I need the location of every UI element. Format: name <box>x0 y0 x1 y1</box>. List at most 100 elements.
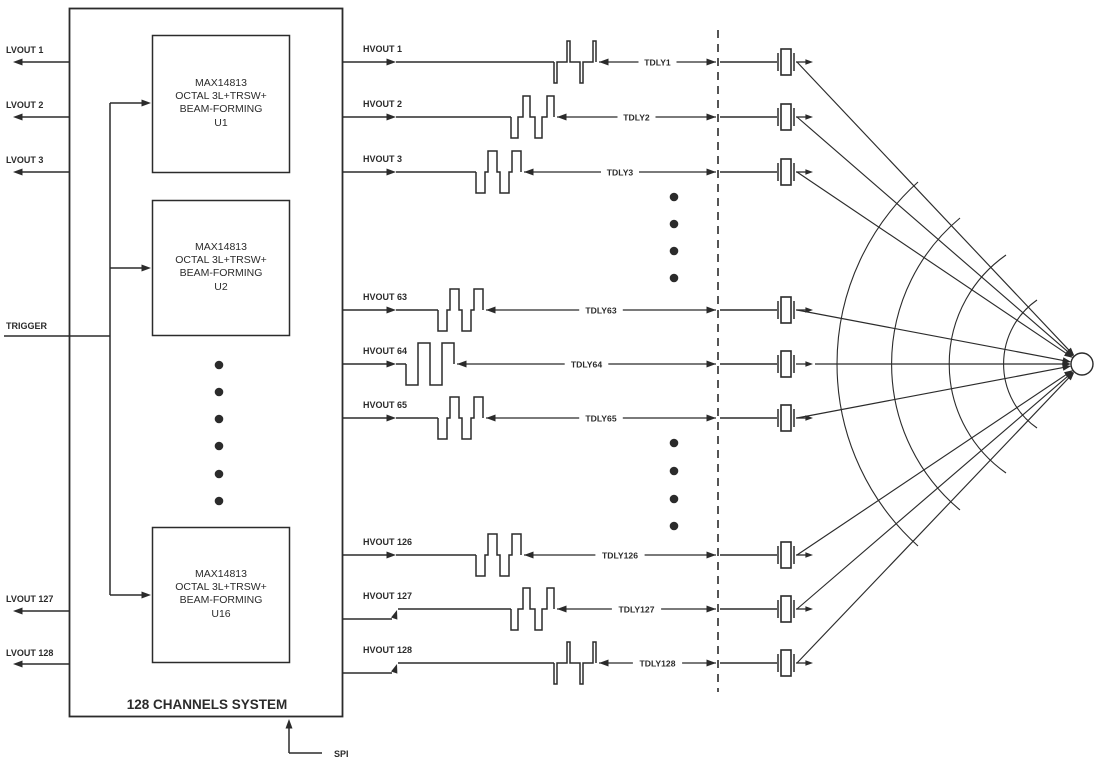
chip-name-line: MAX14813 <box>195 241 247 253</box>
tdly-label: TDLY126 <box>602 550 638 560</box>
ellipsis-dot <box>669 246 679 256</box>
arrowhead-icon <box>141 99 151 107</box>
chip-ref-designator: U16 <box>211 608 230 620</box>
lvout-label: LVOUT 127 <box>6 594 53 604</box>
lvout-label: LVOUT 1 <box>6 45 43 55</box>
transducer-element <box>780 350 792 378</box>
arrowhead-icon <box>13 607 23 615</box>
lvout-label: LVOUT 128 <box>6 648 53 658</box>
chip-name-line: OCTAL 3L+TRSW+ <box>175 254 267 266</box>
trigger-label: TRIGGER <box>6 321 48 331</box>
arrowhead-icon <box>805 169 813 175</box>
arrowhead-icon <box>13 113 23 121</box>
ellipsis-dot <box>214 360 224 370</box>
tdly-label: TDLY2 <box>623 112 650 122</box>
arrowhead-icon <box>706 551 716 559</box>
arrowhead-icon <box>386 306 396 314</box>
hvout-waveform <box>437 396 484 440</box>
ellipsis-dot <box>669 192 679 202</box>
arrowhead-icon <box>13 168 23 176</box>
arrowhead-icon <box>1064 350 1073 358</box>
chip-box-u1 <box>151 34 291 174</box>
arrowhead-icon <box>706 605 716 613</box>
transducer-element <box>780 595 792 623</box>
arrowhead-icon <box>805 59 813 65</box>
hvout-waveform <box>475 150 522 194</box>
focus-ray <box>796 171 1071 357</box>
ellipsis-dot <box>214 469 224 479</box>
arrowhead-icon <box>386 360 396 368</box>
arrowhead-icon <box>141 264 151 272</box>
arrowhead-icon <box>1062 364 1072 371</box>
arrowhead-icon <box>386 58 396 66</box>
lvout-label: LVOUT 2 <box>6 100 43 110</box>
lvout-label: LVOUT 3 <box>6 155 43 165</box>
arrowhead-icon <box>13 58 23 66</box>
arrowhead-icon <box>706 168 716 176</box>
chip-ref-designator: U1 <box>214 117 228 129</box>
arrowhead-icon <box>1065 348 1074 357</box>
ellipsis-dot <box>669 438 679 448</box>
chip-name-line: MAX14813 <box>195 568 247 580</box>
tdly-label: TDLY3 <box>607 167 634 177</box>
hvout-waveform <box>475 533 522 577</box>
arrowhead-icon <box>386 168 396 176</box>
chip-name-line: MAX14813 <box>195 77 247 89</box>
tdly-label: TDLY128 <box>640 658 676 668</box>
hvout-waveform <box>510 587 555 631</box>
arrowhead-icon <box>386 414 396 422</box>
focus-ray <box>796 366 1069 419</box>
arrowhead-icon <box>386 551 396 559</box>
hvout-label: HVOUT 64 <box>363 346 407 356</box>
focal-point <box>1070 352 1094 376</box>
wavefront-arc <box>891 217 961 511</box>
hvout-waveform <box>405 342 455 386</box>
transducer-element <box>780 103 792 131</box>
ellipsis-dot <box>669 521 679 531</box>
chip-name-line: BEAM-FORMING <box>180 267 263 279</box>
hvout-label: HVOUT 3 <box>363 154 402 164</box>
tdly-label: TDLY65 <box>585 413 616 423</box>
arrowhead-icon <box>386 113 396 121</box>
arrowhead-icon <box>706 360 716 368</box>
transducer-element <box>780 48 792 76</box>
arrowhead-icon <box>141 591 151 599</box>
arrowhead-icon <box>805 114 813 120</box>
system-title: 128 CHANNELS SYSTEM <box>127 697 288 712</box>
transducer-element <box>780 158 792 186</box>
transducer-element <box>780 649 792 677</box>
chip-box-u2 <box>151 199 291 337</box>
arrowhead-icon <box>805 660 813 666</box>
chip-name-line: OCTAL 3L+TRSW+ <box>175 581 267 593</box>
arrowhead-icon <box>805 552 813 558</box>
hvout-label: HVOUT 127 <box>363 591 412 601</box>
ellipsis-dot <box>214 387 224 397</box>
focus-ray <box>796 61 1073 355</box>
ellipsis-dot <box>669 466 679 476</box>
focus-ray <box>796 373 1073 664</box>
tdly-label: TDLY63 <box>585 305 616 315</box>
hvout-label: HVOUT 63 <box>363 292 407 302</box>
arrowhead-icon <box>285 719 293 729</box>
system-box <box>68 7 344 718</box>
transducer-element <box>780 296 792 324</box>
hvout-waveform <box>437 288 484 332</box>
ellipsis-dot <box>214 441 224 451</box>
arrowhead-icon <box>805 606 813 612</box>
ellipsis-dot <box>669 219 679 229</box>
tdly-label: TDLY1 <box>644 57 671 67</box>
focus-ray <box>796 116 1072 356</box>
arrowhead-icon <box>805 361 813 367</box>
arrowhead-icon <box>706 113 716 121</box>
chip-ref-designator: U2 <box>214 281 228 293</box>
hvout-waveform <box>510 95 555 139</box>
arrowhead-icon <box>1066 371 1075 381</box>
wavefront-arc <box>1003 299 1038 429</box>
focus-ray <box>796 371 1071 556</box>
tdly-label: TDLY127 <box>619 604 655 614</box>
ellipsis-dot <box>669 273 679 283</box>
focus-ray <box>796 309 1069 362</box>
chip-name-line: OCTAL 3L+TRSW+ <box>175 90 267 102</box>
